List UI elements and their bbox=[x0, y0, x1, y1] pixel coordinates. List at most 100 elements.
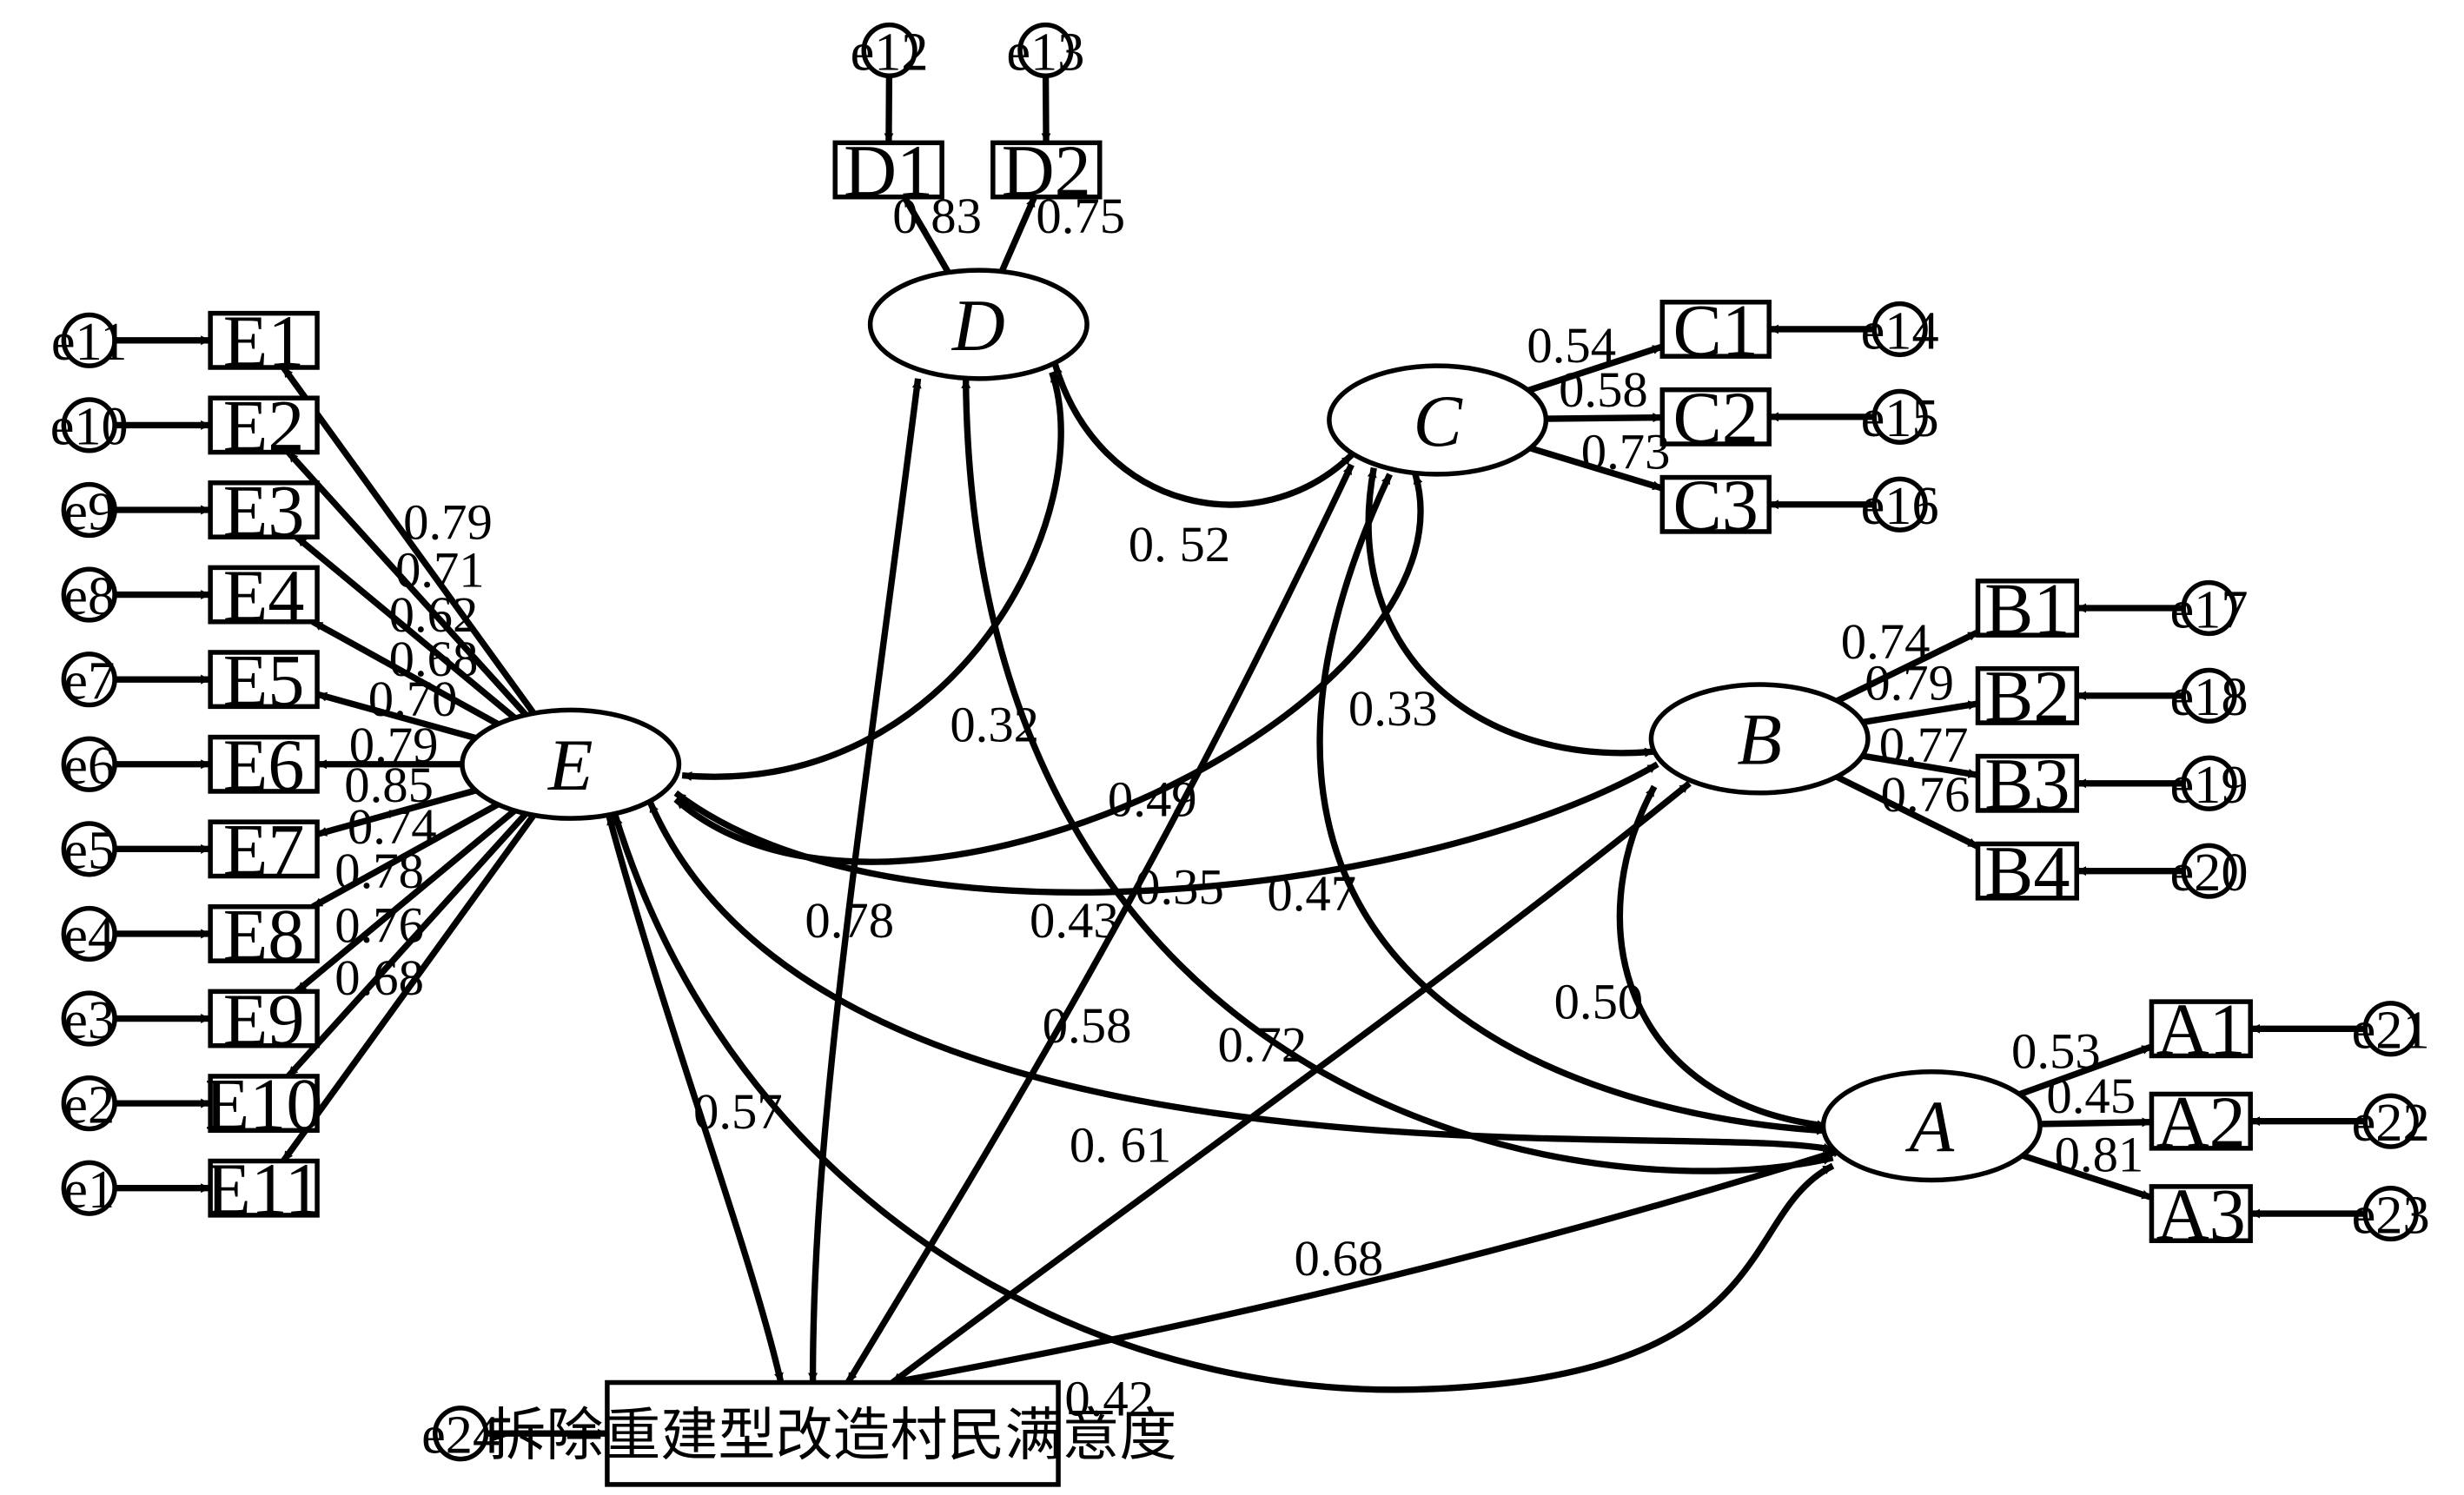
loading-value-a2: 0.45 bbox=[2046, 1068, 2136, 1124]
indicator-node-c2 bbox=[1659, 387, 1772, 447]
loading-arrow-e-e3 bbox=[294, 534, 517, 721]
indicator-node-e11 bbox=[208, 1158, 320, 1218]
target-label: 拆除重建型改造村民满意度 bbox=[488, 1402, 1176, 1469]
indicator-label-e11: E11 bbox=[206, 1149, 321, 1230]
error-node-e17 bbox=[2181, 579, 2237, 637]
indicator-label-c1: C1 bbox=[1673, 290, 1759, 371]
error-node-e3 bbox=[61, 990, 117, 1047]
indicator-node-e4 bbox=[208, 565, 320, 625]
loading-value-e8: 0.74 bbox=[348, 798, 437, 855]
error-node-e20 bbox=[2181, 843, 2237, 899]
loading-arrow-b-b2 bbox=[1862, 700, 1979, 725]
error-label-e9: e9 bbox=[63, 481, 115, 541]
indicator-label-b4: B4 bbox=[1984, 832, 2070, 913]
error-node-e23 bbox=[2362, 1185, 2419, 1242]
error-node-e19 bbox=[2181, 755, 2237, 811]
loading-arrow-b-b4 bbox=[1835, 773, 1980, 850]
loading-value-e1: 0.79 bbox=[403, 493, 493, 550]
indicator-label-d1: D1 bbox=[844, 131, 933, 212]
path-value-e-b: 0.49 bbox=[1108, 771, 1197, 828]
error-label-e17: e17 bbox=[2169, 579, 2248, 639]
latent-node-c bbox=[1327, 363, 1549, 477]
indicator-label-c3: C3 bbox=[1673, 466, 1759, 546]
error-node-e11 bbox=[61, 312, 117, 368]
error-label-e4: e4 bbox=[63, 905, 115, 965]
error-node-e9 bbox=[61, 481, 117, 539]
error-node-e18 bbox=[2181, 667, 2237, 724]
error-node-e24 bbox=[433, 1406, 489, 1462]
indicator-node-a3 bbox=[2149, 1184, 2253, 1244]
error-label-e16: e16 bbox=[1861, 476, 1939, 536]
path-value-d-c: 0. 52 bbox=[1129, 516, 1230, 572]
loading-value-e2: 0.71 bbox=[395, 541, 485, 598]
error-label-e23: e23 bbox=[2352, 1185, 2430, 1245]
error-node-e10 bbox=[61, 397, 117, 453]
latent-label-c: C bbox=[1413, 381, 1463, 462]
path-value-e-a2: 0.42 bbox=[1064, 1370, 1154, 1426]
indicator-label-b2: B2 bbox=[1984, 657, 2070, 738]
loading-value-b3: 0.77 bbox=[1879, 717, 1969, 773]
indicator-label-e4: E4 bbox=[223, 556, 305, 637]
indicator-label-a3: A3 bbox=[2156, 1174, 2246, 1255]
loading-value-e3: 0.62 bbox=[389, 586, 479, 643]
error-label-e24: e24 bbox=[421, 1406, 500, 1465]
error-node-e8 bbox=[61, 566, 117, 623]
indicator-node-e9 bbox=[208, 989, 320, 1048]
error-node-e21 bbox=[2362, 1001, 2419, 1057]
latent-node-b bbox=[1648, 682, 1871, 796]
coefficient-labels-layer: 0.790.710.620.680.700.790.850.740.780.76… bbox=[334, 188, 2143, 1426]
loading-value-c3: 0.73 bbox=[1581, 424, 1671, 480]
indicator-label-e2: E2 bbox=[223, 387, 305, 467]
loading-arrow-e-e4 bbox=[311, 619, 500, 727]
indicator-label-d2: D2 bbox=[1002, 131, 1091, 212]
error-label-e21: e21 bbox=[2352, 1001, 2430, 1061]
indicator-label-e7: E7 bbox=[223, 810, 305, 891]
loading-arrow-e-e9 bbox=[294, 808, 517, 995]
loading-value-b4: 0.76 bbox=[1881, 766, 1971, 823]
path-e-c bbox=[673, 473, 1424, 865]
loading-value-c1: 0.54 bbox=[1527, 317, 1616, 374]
path-value-b-a: 0.50 bbox=[1554, 974, 1644, 1030]
error-label-e1: e1 bbox=[63, 1160, 115, 1220]
indicator-node-d2 bbox=[990, 140, 1103, 200]
indicator-label-e5: E5 bbox=[223, 641, 305, 722]
loading-arrow-e-e5 bbox=[316, 691, 477, 742]
path-value-d-e: 0.32 bbox=[950, 696, 1039, 752]
error-label-e2: e2 bbox=[63, 1075, 115, 1134]
path-value-c-a: 0.47 bbox=[1267, 865, 1356, 922]
error-node-e5 bbox=[61, 821, 117, 877]
loading-value-e7: 0.85 bbox=[344, 757, 434, 813]
error-node-e12 bbox=[861, 22, 917, 79]
loading-arrow-e-e11 bbox=[281, 813, 537, 1163]
error-arrow-e13 bbox=[1041, 76, 1051, 143]
error-label-e22: e22 bbox=[2352, 1093, 2430, 1153]
indicator-label-a2: A2 bbox=[2156, 1082, 2246, 1163]
indicator-node-e3 bbox=[208, 480, 320, 539]
edges-layer bbox=[115, 76, 2366, 1439]
path-value-b-y: 0.72 bbox=[1218, 1016, 1308, 1073]
indicator-node-e6 bbox=[208, 734, 320, 794]
indicator-label-c2: C2 bbox=[1673, 378, 1759, 459]
error-label-e11: e11 bbox=[51, 312, 128, 372]
loading-value-e11: 0.68 bbox=[334, 949, 424, 1006]
indicator-node-d1 bbox=[832, 140, 944, 200]
loading-value-e6: 0.79 bbox=[349, 717, 439, 773]
loading-arrow-a-a2 bbox=[2039, 1117, 2152, 1128]
path-value-e-y: 0.57 bbox=[693, 1083, 783, 1140]
path-value-e-c: 0.35 bbox=[1135, 859, 1224, 916]
error-label-e7: e7 bbox=[63, 652, 115, 711]
error-node-e14 bbox=[1871, 301, 1928, 358]
loading-arrow-e-e1 bbox=[281, 365, 537, 716]
loading-value-b2: 0.79 bbox=[1865, 655, 1954, 711]
indicator-node-e8 bbox=[208, 904, 320, 963]
loading-arrow-b-b1 bbox=[1835, 629, 1980, 705]
latent-label-b: B bbox=[1737, 700, 1782, 781]
loading-value-e5: 0.70 bbox=[368, 671, 458, 727]
error-label-e19: e19 bbox=[2169, 755, 2248, 815]
error-node-e4 bbox=[61, 905, 117, 962]
loading-value-e9: 0.78 bbox=[334, 843, 424, 899]
path-value-d-y: 0.78 bbox=[805, 892, 894, 949]
error-label-e3: e3 bbox=[63, 990, 115, 1050]
path-value-a-y: 0.68 bbox=[1295, 1230, 1384, 1287]
path-value-c-b: 0.33 bbox=[1348, 680, 1438, 737]
